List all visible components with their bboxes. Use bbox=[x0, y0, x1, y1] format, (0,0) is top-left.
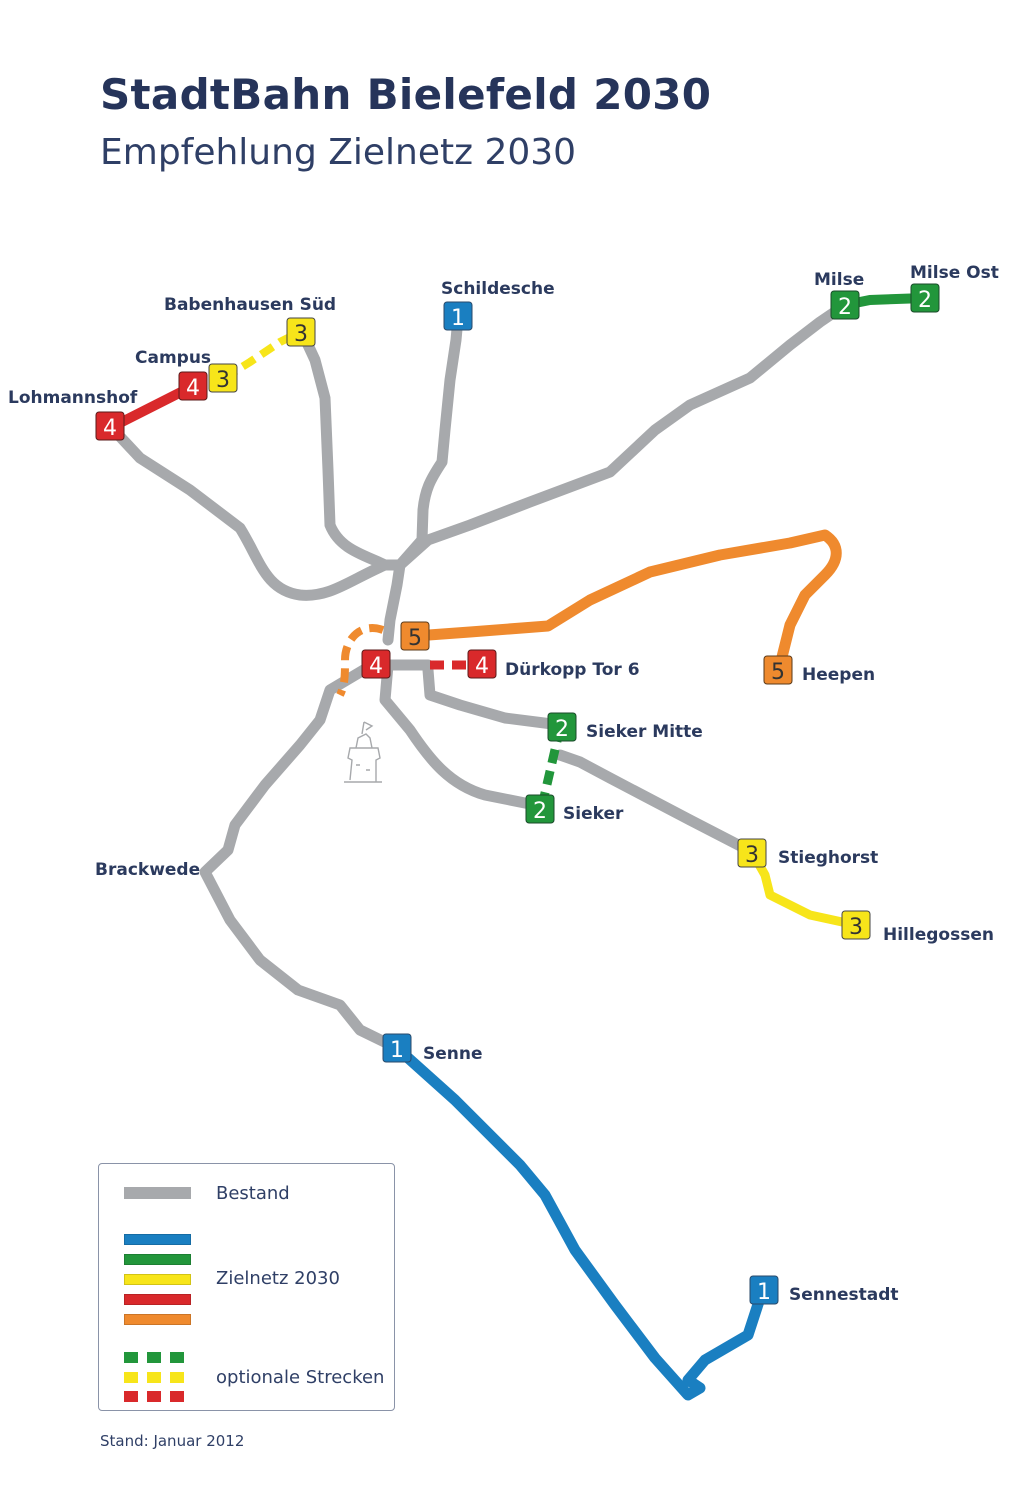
line1-senne-sennestadt bbox=[391, 1042, 768, 1401]
existing-track-stieghorst bbox=[554, 749, 758, 858]
line5-optional-loop bbox=[336, 624, 385, 697]
svg-text:1: 1 bbox=[451, 306, 465, 331]
existing-track-sieker-mitte bbox=[422, 664, 566, 731]
svg-text:4: 4 bbox=[186, 376, 200, 401]
legend-swatch-line3 bbox=[124, 1274, 191, 1285]
svg-text:4: 4 bbox=[369, 654, 383, 679]
svg-text:4: 4 bbox=[103, 416, 117, 441]
sparrenburg-tower-icon bbox=[344, 721, 382, 783]
legend: Bestand Zielnetz 2030 optionale Strecken bbox=[98, 1163, 395, 1411]
station-box-lohmannshof[interactable]: 4 bbox=[95, 411, 125, 441]
legend-swatch-line1 bbox=[124, 1234, 191, 1245]
legend-label-target: Zielnetz 2030 bbox=[216, 1268, 340, 1289]
label-babenhausen-sued: Babenhausen Süd bbox=[164, 295, 336, 315]
svg-text:2: 2 bbox=[533, 799, 547, 824]
label-duerkopp: Dürkopp Tor 6 bbox=[505, 660, 640, 680]
svg-text:2: 2 bbox=[555, 717, 569, 742]
svg-text:1: 1 bbox=[757, 1280, 771, 1305]
existing-track-center bbox=[379, 559, 406, 646]
label-schildesche: Schildesche bbox=[441, 279, 555, 299]
existing-track-lohmannshof bbox=[106, 422, 391, 601]
legend-swatch-line5 bbox=[124, 1314, 191, 1325]
legend-dash-yellow-3 bbox=[170, 1372, 184, 1383]
station-box-sennestadt[interactable]: 1 bbox=[749, 1275, 779, 1305]
label-milse-ost: Milse Ost bbox=[910, 263, 999, 283]
legend-dash-yellow-2 bbox=[147, 1372, 161, 1383]
legend-dash-green-3 bbox=[170, 1352, 184, 1363]
label-campus: Campus bbox=[135, 348, 211, 368]
legend-label-optional: optionale Strecken bbox=[216, 1367, 385, 1388]
existing-track-brackwede bbox=[199, 659, 403, 1054]
station-box-center-line4[interactable]: 4 bbox=[361, 649, 391, 679]
station-box-center-line5[interactable]: 5 bbox=[400, 621, 430, 651]
svg-text:1: 1 bbox=[390, 1038, 404, 1063]
legend-dash-red-3 bbox=[170, 1391, 184, 1402]
date-note: Stand: Januar 2012 bbox=[100, 1432, 245, 1450]
legend-dash-green-2 bbox=[147, 1352, 161, 1363]
station-box-senne[interactable]: 1 bbox=[382, 1033, 412, 1063]
svg-text:3: 3 bbox=[294, 322, 308, 347]
existing-track-schildesche bbox=[394, 312, 464, 571]
legend-dash-yellow-1 bbox=[124, 1372, 138, 1383]
svg-text:3: 3 bbox=[745, 843, 759, 868]
legend-swatch-existing bbox=[124, 1187, 191, 1199]
station-box-campus-line4[interactable]: 4 bbox=[178, 371, 208, 401]
legend-swatch-line4 bbox=[124, 1294, 191, 1305]
existing-track-babenhausen bbox=[296, 326, 391, 571]
map-title: StadtBahn Bielefeld 2030 bbox=[100, 70, 712, 119]
svg-text:4: 4 bbox=[475, 654, 489, 679]
legend-label-existing: Bestand bbox=[216, 1183, 290, 1204]
label-lohmannshof: Lohmannshof bbox=[8, 388, 138, 408]
svg-text:5: 5 bbox=[408, 626, 422, 651]
line5-center-heepen bbox=[409, 529, 842, 671]
svg-text:3: 3 bbox=[849, 915, 863, 940]
station-box-milse-ost[interactable]: 2 bbox=[910, 283, 940, 313]
existing-track-milse bbox=[394, 299, 851, 571]
station-box-schildesche[interactable]: 1 bbox=[443, 301, 473, 331]
label-sieker: Sieker bbox=[563, 804, 624, 824]
svg-text:2: 2 bbox=[838, 295, 852, 320]
label-heepen: Heepen bbox=[802, 665, 875, 685]
station-box-campus-line3[interactable]: 3 bbox=[208, 363, 238, 393]
svg-text:5: 5 bbox=[771, 660, 785, 685]
svg-text:3: 3 bbox=[216, 368, 230, 393]
station-box-sieker-mitte[interactable]: 2 bbox=[547, 712, 577, 742]
station-box-babenhausen-sued[interactable]: 3 bbox=[286, 317, 316, 347]
legend-swatch-line2 bbox=[124, 1254, 191, 1265]
existing-network bbox=[106, 299, 851, 1054]
station-box-duerkopp[interactable]: 4 bbox=[467, 649, 497, 679]
label-senne: Senne bbox=[423, 1044, 483, 1064]
station-box-heepen[interactable]: 5 bbox=[763, 655, 793, 685]
legend-dash-green-1 bbox=[124, 1352, 138, 1363]
label-brackwede: Brackwede bbox=[95, 860, 200, 880]
label-sennestadt: Sennestadt bbox=[789, 1285, 899, 1305]
legend-dash-red-2 bbox=[147, 1391, 161, 1402]
legend-dash-red-1 bbox=[124, 1391, 138, 1402]
label-sieker-mitte: Sieker Mitte bbox=[586, 722, 703, 742]
svg-text:2: 2 bbox=[918, 288, 932, 313]
label-hillegossen: Hillegossen bbox=[883, 925, 994, 945]
station-box-stieghorst[interactable]: 3 bbox=[737, 838, 767, 868]
station-box-sieker[interactable]: 2 bbox=[525, 794, 555, 824]
label-milse: Milse bbox=[814, 270, 864, 290]
label-stieghorst: Stieghorst bbox=[778, 848, 878, 868]
station-box-hillegossen[interactable]: 3 bbox=[841, 910, 871, 940]
existing-track-sieker bbox=[379, 659, 546, 812]
station-box-milse[interactable]: 2 bbox=[830, 290, 860, 320]
map-subtitle: Empfehlung Zielnetz 2030 bbox=[100, 132, 577, 173]
